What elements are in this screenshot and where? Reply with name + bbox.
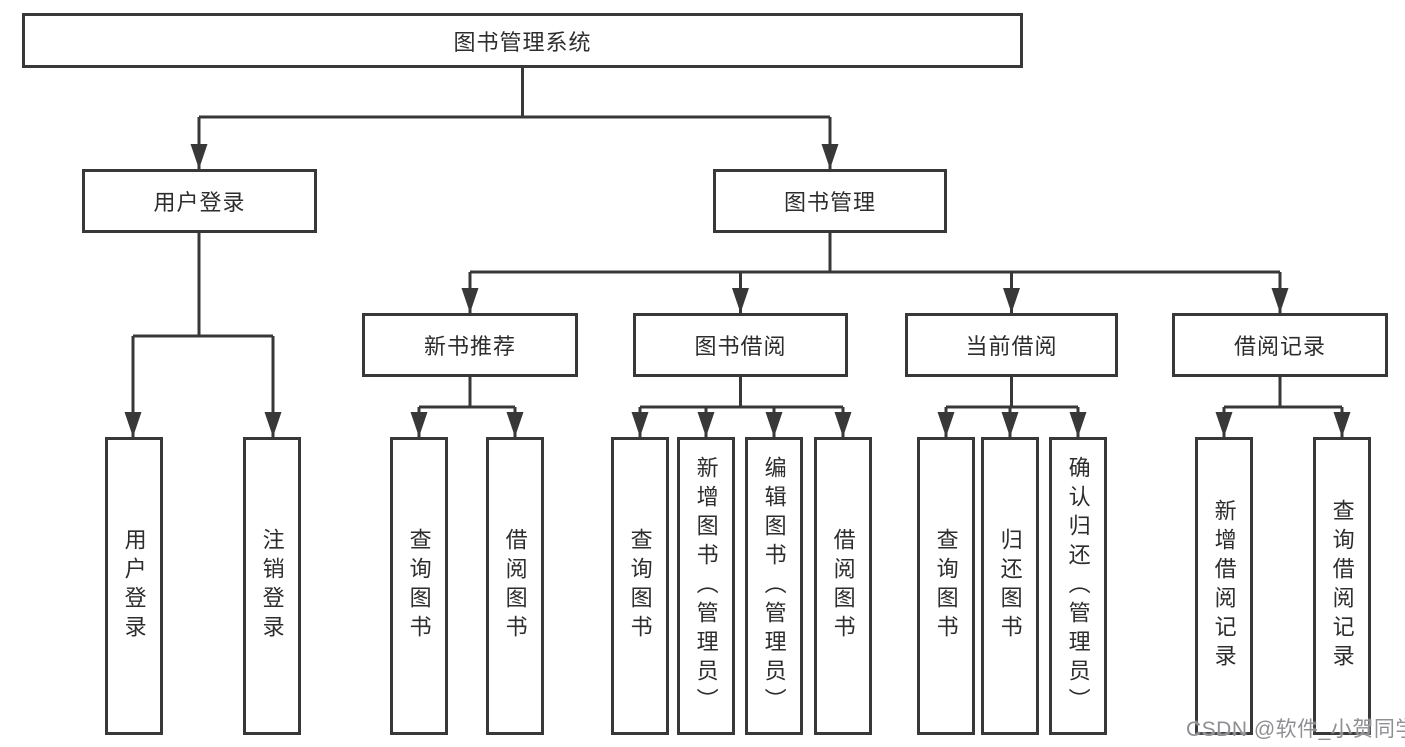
leaf-query-books-1-label: 查询图书 xyxy=(406,528,432,644)
node-book-borrow-label: 图书借阅 xyxy=(694,334,787,359)
leaf-query-books-3: 查询图书 xyxy=(917,437,975,735)
node-current-borrow-label: 当前借阅 xyxy=(965,334,1058,359)
leaf-borrow-books-2-label: 借阅图书 xyxy=(830,528,856,644)
node-new-book-recommend-label: 新书推荐 xyxy=(423,334,516,359)
node-book-borrow: 图书借阅 xyxy=(633,313,848,377)
leaf-edit-book-admin: 编辑图书（管理员） xyxy=(745,437,803,735)
node-current-borrow: 当前借阅 xyxy=(905,313,1118,377)
leaf-borrow-books-1-label: 借阅图书 xyxy=(502,528,528,644)
leaf-confirm-return-admin: 确认归还（管理员） xyxy=(1049,437,1107,735)
node-user-login: 用户登录 xyxy=(82,169,317,233)
leaf-query-books-1: 查询图书 xyxy=(390,437,448,735)
leaf-query-borrow-record-label: 查询借阅记录 xyxy=(1329,499,1355,673)
node-book-management: 图书管理 xyxy=(713,169,947,233)
leaf-query-books-2-label: 查询图书 xyxy=(627,528,653,644)
node-book-management-label: 图书管理 xyxy=(783,190,876,215)
leaf-return-book-label: 归还图书 xyxy=(997,528,1023,644)
node-borrow-records: 借阅记录 xyxy=(1172,313,1388,377)
leaf-logout: 注销登录 xyxy=(243,437,301,735)
connector-trunk-lines xyxy=(133,68,1342,409)
leaf-query-borrow-record: 查询借阅记录 xyxy=(1313,437,1371,735)
node-user-login-label: 用户登录 xyxy=(153,190,246,215)
leaf-borrow-books-2: 借阅图书 xyxy=(814,437,872,735)
leaf-add-book-admin-label: 新增图书（管理员） xyxy=(693,455,719,717)
leaf-query-books-2: 查询图书 xyxy=(611,437,669,735)
leaf-user-login-label: 用户登录 xyxy=(121,528,147,644)
leaf-confirm-return-admin-label: 确认归还（管理员） xyxy=(1065,455,1091,717)
node-new-book-recommend: 新书推荐 xyxy=(362,313,578,377)
watermark-text: CSDN @软件_小贺同学 xyxy=(1186,718,1405,741)
leaf-query-books-3-label: 查询图书 xyxy=(933,528,959,644)
node-library-system: 图书管理系统 xyxy=(22,13,1023,68)
leaf-borrow-books-1: 借阅图书 xyxy=(486,437,544,735)
leaf-add-borrow-record: 新增借阅记录 xyxy=(1195,437,1253,735)
leaf-return-book: 归还图书 xyxy=(981,437,1039,735)
node-borrow-records-label: 借阅记录 xyxy=(1233,334,1326,359)
node-library-system-label: 图书管理系统 xyxy=(453,29,592,55)
leaf-logout-label: 注销登录 xyxy=(259,528,285,644)
leaf-edit-book-admin-label: 编辑图书（管理员） xyxy=(761,455,787,717)
leaf-add-book-admin: 新增图书（管理员） xyxy=(677,437,735,735)
leaf-user-login: 用户登录 xyxy=(105,437,163,735)
leaf-add-borrow-record-label: 新增借阅记录 xyxy=(1211,499,1237,673)
